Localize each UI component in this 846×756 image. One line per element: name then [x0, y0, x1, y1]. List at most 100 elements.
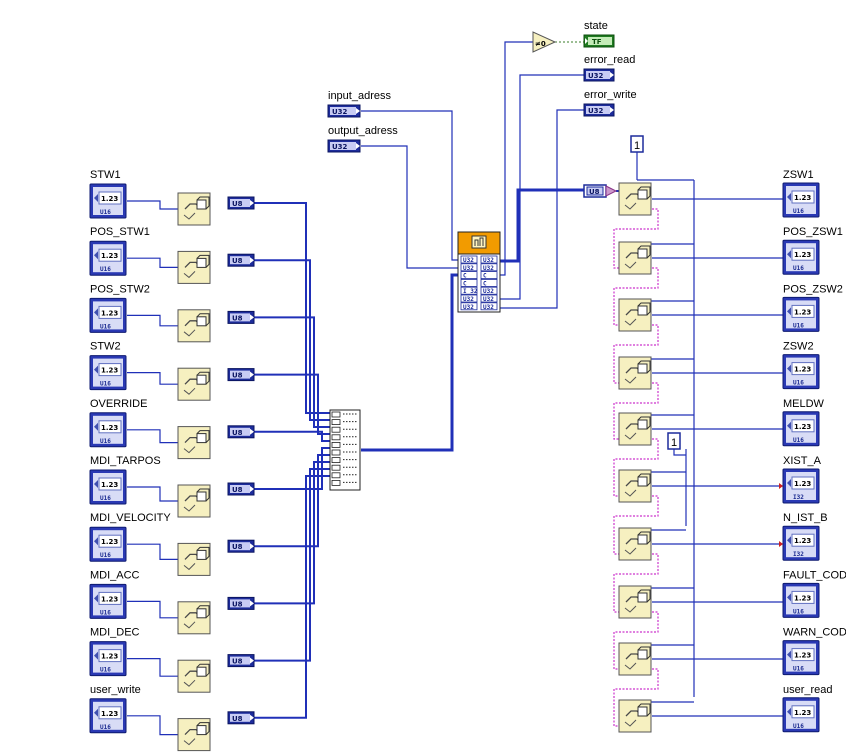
u8-term-8[interactable]: U8 [227, 596, 255, 610]
indicator-n-ist-b-label: N_IST_B [783, 512, 828, 524]
wire-control-node-3 [127, 314, 178, 327]
call-param-right [480, 255, 498, 264]
cube-edge-icon [637, 473, 651, 487]
wire-control-node-9 [127, 657, 178, 677]
build-array-node[interactable] [329, 409, 361, 491]
constant-one-mid[interactable]: 1 [667, 432, 681, 450]
constant-frame [630, 135, 644, 153]
wire-input-adress [361, 110, 460, 261]
u8-term-4[interactable]: U8 [227, 368, 255, 382]
unflatten-node-2[interactable] [618, 241, 652, 275]
arrow-icon [250, 257, 254, 264]
to-u8-node-2[interactable] [177, 250, 211, 284]
wire-control-node-5 [127, 429, 178, 444]
nodes-layer: STW11.23U16U8POS_STW11.23U16U8POS_STW21.… [89, 20, 846, 752]
state-label: state [584, 20, 608, 32]
arrow-icon [250, 200, 254, 206]
unflatten-node-1[interactable] [618, 182, 652, 216]
to-u8-node-4[interactable] [177, 367, 211, 401]
u8-term-2[interactable]: U8 [227, 253, 255, 267]
to-u8-node-7[interactable] [177, 542, 211, 576]
arrow-icon [250, 428, 254, 435]
unflatten-node-9[interactable] [618, 642, 652, 676]
increment-arrow-icon [787, 707, 791, 716]
state-indicator[interactable]: TF [583, 34, 615, 48]
not-equal-zero-node[interactable]: ≠0 [532, 31, 557, 53]
arrow-icon [250, 486, 254, 492]
numeric-display-icon [791, 419, 815, 433]
to-u8-node-1[interactable] [177, 192, 211, 226]
u8-term-6[interactable]: U8 [227, 482, 255, 496]
hand-glyph-icon [624, 547, 637, 555]
error-read-indicator[interactable]: U32 [583, 68, 615, 82]
call-param-left [460, 278, 478, 287]
u8-term-9[interactable]: U8 [227, 654, 255, 668]
to-u8-node-3[interactable] [177, 309, 211, 343]
wire-u8-array-7 [254, 454, 330, 548]
call-param-left-text: U32 [463, 265, 474, 272]
to-u8-node-6[interactable] [177, 484, 211, 518]
u8-term-9-text: U8 [232, 658, 243, 666]
u8-term-10-text: U8 [232, 715, 243, 723]
cube-icon [637, 592, 648, 603]
unflatten-node-6[interactable] [618, 469, 652, 503]
wires-layer [127, 41, 783, 736]
arrow-icon [250, 657, 254, 664]
input-adress-control[interactable]: U32 [327, 104, 361, 118]
control-mdi-acc-value: 1.23 [101, 595, 118, 603]
increment-arrow-icon [787, 193, 791, 201]
u8-term-10[interactable]: U8 [227, 711, 255, 725]
constant-one-top[interactable]: 1 [630, 135, 644, 153]
to-u8-node-9[interactable] [177, 659, 211, 693]
wire-control-node-1 [127, 200, 178, 210]
error-write-indicator[interactable]: U32 [583, 103, 615, 117]
indicator-pos-zsw2-label: POS_ZSW2 [783, 283, 843, 295]
u8-term-5[interactable]: U8 [227, 425, 255, 439]
output-adress-control[interactable]: U32 [327, 139, 361, 153]
unflatten-node-7[interactable] [618, 527, 652, 561]
to-u8-node-8[interactable] [177, 601, 211, 635]
to-u8-node-10[interactable] [177, 718, 211, 752]
unflatten-node-3[interactable] [618, 298, 652, 332]
u8-term-7[interactable]: U8 [227, 539, 255, 553]
u8-term-1-text: U8 [232, 200, 243, 208]
output-adress-label: output_adress [328, 125, 398, 137]
unflatten-node-5[interactable] [618, 412, 652, 446]
unflatten-node-8[interactable] [618, 585, 652, 619]
u8-term-1[interactable]: U8 [227, 196, 255, 210]
to-u8-node-5[interactable] [177, 426, 211, 460]
unflatten-node-10[interactable] [618, 699, 652, 733]
hand-glyph-icon [183, 271, 196, 279]
control-mdi-acc-unit: U16 [100, 609, 111, 616]
u8-term-3[interactable]: U8 [227, 310, 255, 324]
numeric-display-icon [98, 706, 122, 720]
u8-array-terminal[interactable]: U8 [583, 184, 618, 198]
cube-icon [196, 491, 207, 502]
control-mdi-dec-value: 1.23 [101, 653, 118, 661]
numeric-display-icon [791, 705, 815, 719]
unflatten-node-4[interactable] [618, 356, 652, 390]
control-mdi-velocity-unit: U16 [100, 552, 111, 559]
